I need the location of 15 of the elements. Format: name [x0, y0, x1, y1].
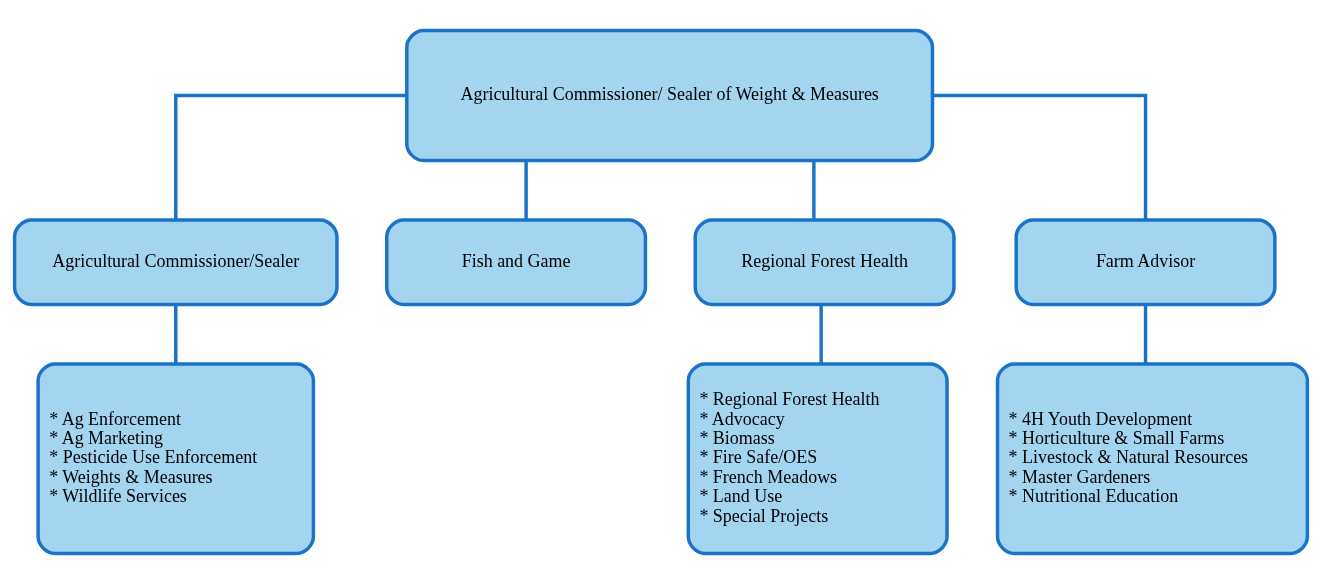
connector: [174, 304, 178, 364]
connector: [812, 160, 816, 220]
connector: [1143, 304, 1148, 364]
node-box: * Ag Enforcement * Ag Marketing * Pesticide Use Enforcement * Weights & Measures * Wildlife Services: [36, 361, 316, 555]
node-box: Agricultural Commissioner/Sealer: [12, 217, 339, 306]
connector: [174, 93, 407, 220]
node-box: * Regional Forest Health * Advocacy * Biomass * Fire Safe/OES * French Meadows * Land Use * Special Projects: [686, 361, 949, 555]
node-box: Agricultural Commissioner/ Sealer of Weight & Measures: [405, 28, 935, 162]
connector: [524, 160, 528, 220]
node-box: * 4H Youth Development * Horticulture & Small Farms * Livestock & Natural Resources * Master Gardeners * Nutritional Education: [995, 361, 1310, 555]
connector: [819, 304, 823, 364]
node-box: Farm Advisor: [1014, 217, 1277, 306]
node-box: Fish and Game: [385, 217, 648, 306]
node-box: Regional Forest Health: [693, 217, 956, 306]
connector: [932, 93, 1148, 220]
